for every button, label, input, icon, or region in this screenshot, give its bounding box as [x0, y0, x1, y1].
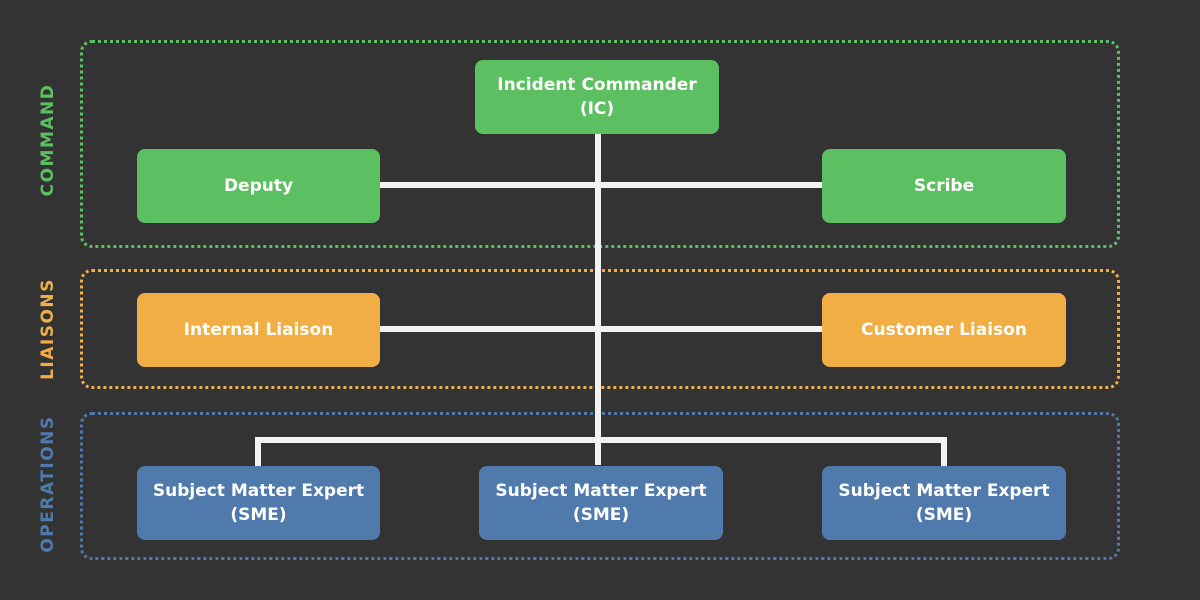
- internal-liaison-label: Internal Liaison: [183, 320, 334, 340]
- deputy-node: Deputy: [137, 149, 380, 223]
- operations-horizontal-connector: [255, 437, 947, 443]
- sme-abbr: (SME): [230, 505, 287, 525]
- liaisons-horizontal-connector: [378, 326, 824, 332]
- incident-commander-title: Incident Commander: [497, 75, 697, 95]
- sme-title: Subject Matter Expert: [152, 481, 365, 501]
- command-group-label: COMMAND: [38, 83, 58, 197]
- command-horizontal-connector: [378, 182, 824, 188]
- sme-abbr: (SME): [572, 505, 630, 525]
- scribe-label: Scribe: [913, 176, 975, 196]
- sme-left-drop-connector: [255, 437, 261, 467]
- operations-group-label: OPERATIONS: [38, 415, 58, 553]
- sme-abbr: (SME): [915, 505, 973, 525]
- sme-right-drop-connector: [941, 437, 947, 467]
- sme-node: Subject Matter Expert (SME): [137, 466, 380, 540]
- sme-node: Subject Matter Expert (SME): [822, 466, 1066, 540]
- sme-title: Subject Matter Expert: [838, 481, 1050, 501]
- trunk-connector: [595, 132, 601, 465]
- scribe-node: Scribe: [822, 149, 1066, 223]
- incident-commander-abbr: (IC): [579, 99, 615, 119]
- internal-liaison-node: Internal Liaison: [137, 293, 380, 367]
- sme-title: Subject Matter Expert: [495, 481, 707, 501]
- incident-commander-node: Incident Commander (IC): [475, 60, 719, 134]
- liaisons-group-label: LIAISONS: [38, 278, 58, 380]
- sme-node: Subject Matter Expert (SME): [479, 466, 723, 540]
- customer-liaison-node: Customer Liaison: [822, 293, 1066, 367]
- customer-liaison-label: Customer Liaison: [861, 320, 1027, 340]
- deputy-label: Deputy: [223, 176, 294, 196]
